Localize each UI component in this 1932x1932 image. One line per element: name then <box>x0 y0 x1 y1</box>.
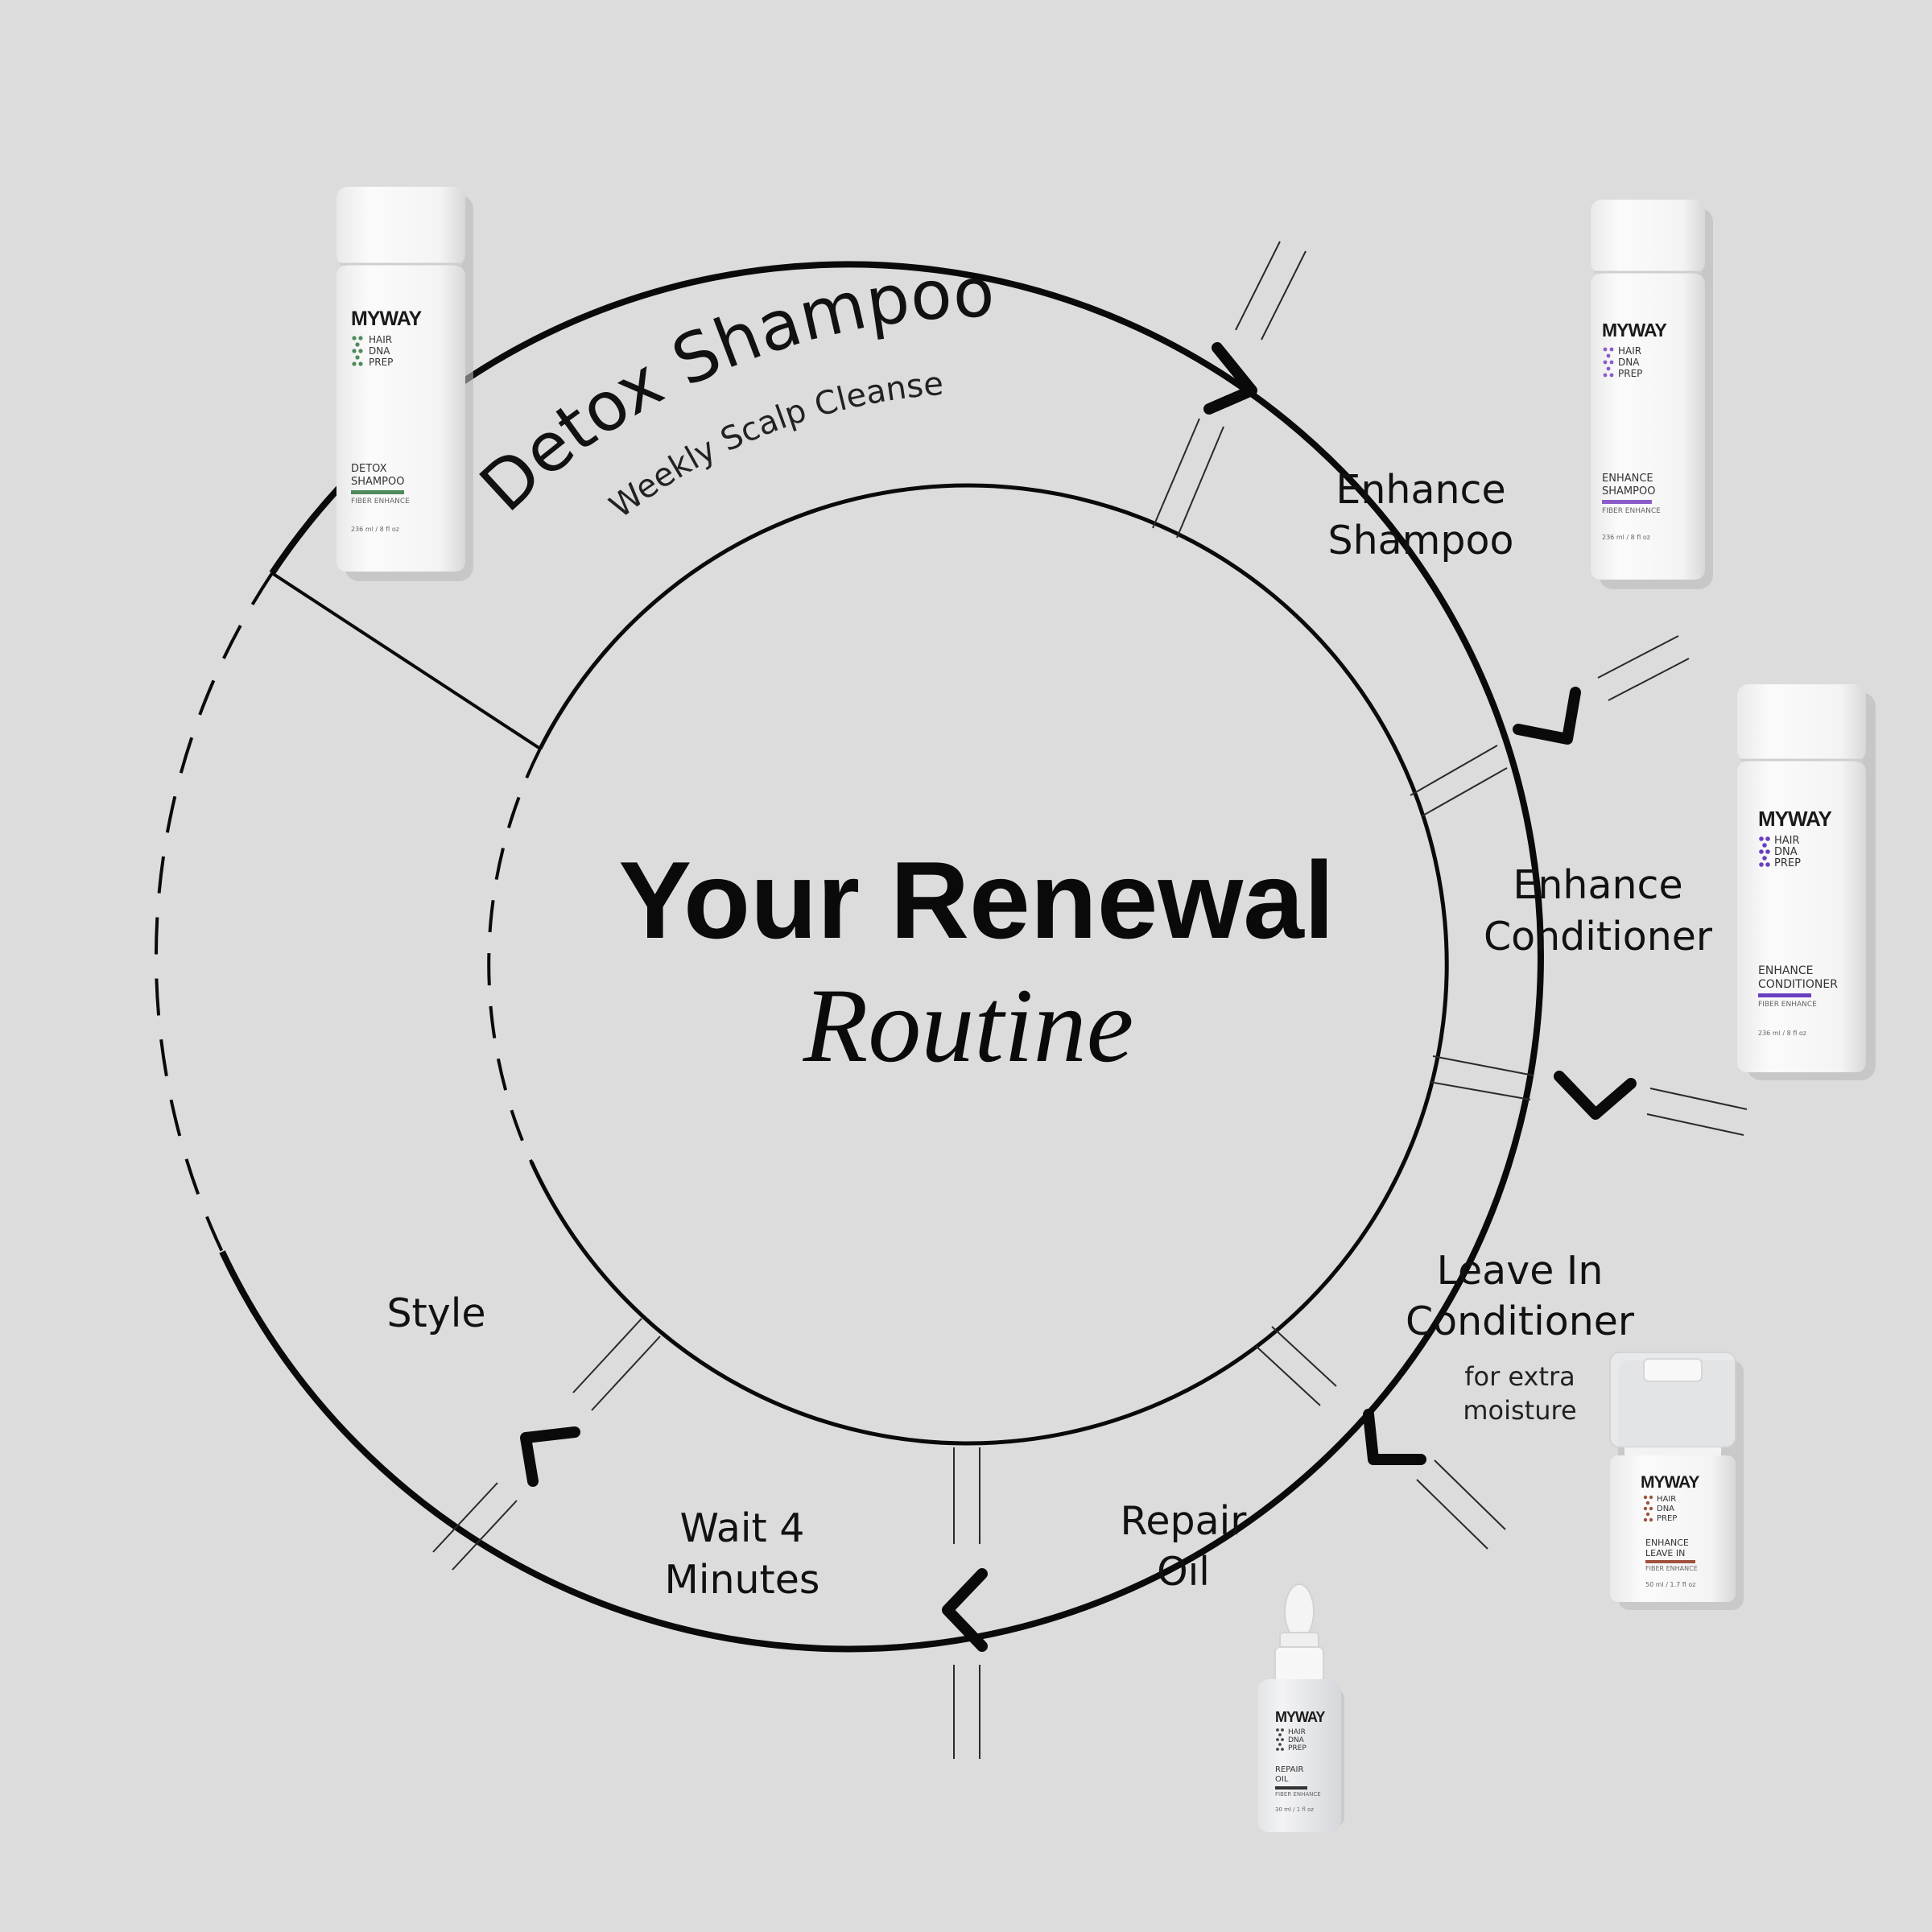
step-enhance-conditioner-line-1: Enhance <box>1513 862 1682 908</box>
step-leave-in-note-1: for extra <box>1464 1361 1575 1392</box>
step-wait: Wait 4 Minutes <box>665 1505 820 1603</box>
product-repair-oil: MYWAY HAIR DNA PREP REPAIR OIL FIBER ENH… <box>1257 1583 1344 1832</box>
enhance-conditioner-line-2: DNA <box>1774 846 1798 858</box>
enhance-conditioner-brand: MYWAY <box>1758 807 1831 831</box>
title-line-2: Routine <box>803 966 1134 1084</box>
enhance-shampoo-size: 236 ml / 8 fl oz <box>1602 534 1650 541</box>
dna-dots-icon <box>1759 836 1770 867</box>
leave-in-line-2: DNA <box>1657 1505 1674 1513</box>
enhance-conditioner-variant: FIBER ENHANCE <box>1758 1001 1817 1009</box>
repair-oil-size: 30 ml / 1 fl oz <box>1275 1806 1314 1813</box>
enhance-shampoo-name-1: ENHANCE <box>1602 473 1653 485</box>
leave-in-line-1: HAIR <box>1657 1495 1676 1504</box>
step-enhance-shampoo-line-2: Shampoo <box>1328 518 1514 564</box>
step-repair-oil-line-2: Oil <box>1157 1549 1210 1595</box>
step-enhance-conditioner-line-2: Conditioner <box>1484 914 1713 960</box>
step-wait-line-1: Wait 4 <box>680 1505 805 1551</box>
product-enhance-shampoo: MYWAY HAIR DNA PREP ENHANCE SHAMPOO FIBE… <box>1591 200 1713 589</box>
product-detox-shampoo: MYWAY HAIR DNA PREP DETOX SHAMPOO FIBER … <box>336 187 473 581</box>
enhance-conditioner-name-2: CONDITIONER <box>1758 978 1838 991</box>
segment-dividers <box>432 241 1748 1759</box>
outer-ring <box>154 261 1544 1653</box>
enhance-conditioner-line-3: PREP <box>1774 857 1801 869</box>
detox-shampoo-variant: FIBER ENHANCE <box>351 497 410 506</box>
dropper-bulb <box>1284 1583 1315 1640</box>
product-enhance-conditioner: MYWAY HAIR DNA PREP ENHANCE CONDITIONER … <box>1737 684 1876 1080</box>
center-title: Your Renewal Routine <box>618 839 1334 1084</box>
detox-shampoo-line-1: HAIR <box>369 334 392 345</box>
leave-in-brand: MYWAY <box>1641 1473 1699 1492</box>
divider-1 <box>1152 241 1307 539</box>
step-wait-line-2: Minutes <box>665 1557 820 1603</box>
leave-in-line-3: PREP <box>1657 1514 1677 1523</box>
repair-oil-variant: FIBER ENHANCE <box>1275 1791 1321 1798</box>
product-leave-in: MYWAY HAIR DNA PREP ENHANCE LEAVE IN FIB… <box>1609 1352 1744 1610</box>
flow-arrows <box>520 342 1637 1652</box>
enhance-shampoo-variant: FIBER ENHANCE <box>1602 507 1661 515</box>
detox-label-group: Detox Shampoo Weekly Scalp Cleanse <box>465 254 996 527</box>
step-leave-in-line-1: Leave In <box>1437 1248 1604 1294</box>
enhance-conditioner-size: 236 ml / 8 fl oz <box>1758 1030 1806 1037</box>
step-enhance-shampoo: Enhance Shampoo <box>1328 467 1514 564</box>
repair-oil-line-2: DNA <box>1288 1736 1305 1744</box>
chevron-arrow-3-icon <box>1554 1071 1637 1120</box>
detox-shampoo-size: 236 ml / 8 fl oz <box>351 526 399 533</box>
divider-3 <box>1429 1055 1748 1136</box>
detox-shampoo-line-3: PREP <box>369 357 393 368</box>
chevron-arrow-6-icon <box>520 1426 580 1487</box>
step-leave-in-line-2: Conditioner <box>1406 1298 1635 1344</box>
inner-ring-solid-arc <box>529 483 1449 1446</box>
chevron-arrow-5-icon <box>942 1568 988 1652</box>
step-style: Style <box>386 1290 485 1336</box>
dna-dots-icon <box>352 336 363 366</box>
repair-oil-name-1: REPAIR <box>1275 1765 1303 1774</box>
dna-dots-icon <box>1276 1728 1284 1751</box>
title-line-1: Your Renewal <box>618 839 1334 961</box>
repair-oil-brand: MYWAY <box>1275 1709 1325 1725</box>
divider-4 <box>1255 1326 1506 1550</box>
detox-shampoo-brand: MYWAY <box>351 308 422 330</box>
step-enhance-shampoo-line-1: Enhance <box>1335 467 1505 513</box>
step-repair-oil-line-1: Repair <box>1121 1498 1248 1544</box>
chevron-arrow-4-icon <box>1363 1409 1426 1465</box>
chevron-arrow-1-icon <box>1203 342 1257 415</box>
step-leave-in-note-2: moisture <box>1463 1395 1576 1426</box>
enhance-shampoo-line-1: HAIR <box>1618 345 1641 357</box>
leave-in-name-1: ENHANCE <box>1645 1538 1689 1548</box>
enhance-shampoo-line-3: PREP <box>1618 368 1642 379</box>
repair-oil-line-3: PREP <box>1288 1744 1307 1752</box>
detox-shampoo-name-2: SHAMPOO <box>351 476 404 488</box>
repair-oil-name-2: OIL <box>1275 1775 1289 1784</box>
detox-shampoo-name-1: DETOX <box>351 463 387 475</box>
dna-dots-icon <box>1603 347 1614 378</box>
enhance-shampoo-name-2: SHAMPOO <box>1602 485 1655 497</box>
enhance-shampoo-brand: MYWAY <box>1602 320 1666 341</box>
divider-6 <box>432 1318 661 1571</box>
detox-shampoo-line-2: DNA <box>369 345 390 357</box>
enhance-conditioner-name-1: ENHANCE <box>1758 964 1814 977</box>
inner-ring <box>487 483 1449 1446</box>
detox-shampoo-logo: MYWAY HAIR DNA PREP <box>351 308 423 368</box>
step-style-label: Style <box>386 1290 485 1336</box>
enhance-shampoo-line-2: DNA <box>1618 357 1640 368</box>
leave-in-variant: FIBER ENHANCE <box>1645 1565 1698 1572</box>
step-repair-oil: Repair Oil <box>1121 1498 1248 1595</box>
outer-ring-solid-arc <box>219 261 1544 1653</box>
step-enhance-conditioner: Enhance Conditioner <box>1484 862 1713 960</box>
outer-ring-dashed-arc <box>154 572 274 1253</box>
divider-5 <box>953 1447 980 1759</box>
step-leave-in: Leave In Conditioner for extra moisture <box>1406 1248 1635 1426</box>
divider-2 <box>1410 635 1690 817</box>
leave-in-name-2: LEAVE IN <box>1645 1548 1685 1558</box>
repair-oil-line-1: HAIR <box>1288 1728 1306 1736</box>
leave-in-size: 50 ml / 1.7 fl oz <box>1645 1581 1695 1588</box>
chevron-arrow-2-icon <box>1513 687 1581 745</box>
dna-dots-icon <box>1643 1495 1653 1522</box>
enhance-conditioner-line-1: HAIR <box>1774 835 1800 847</box>
inner-ring-dashed-arc <box>487 748 542 1162</box>
detox-segment-divider <box>270 572 542 750</box>
